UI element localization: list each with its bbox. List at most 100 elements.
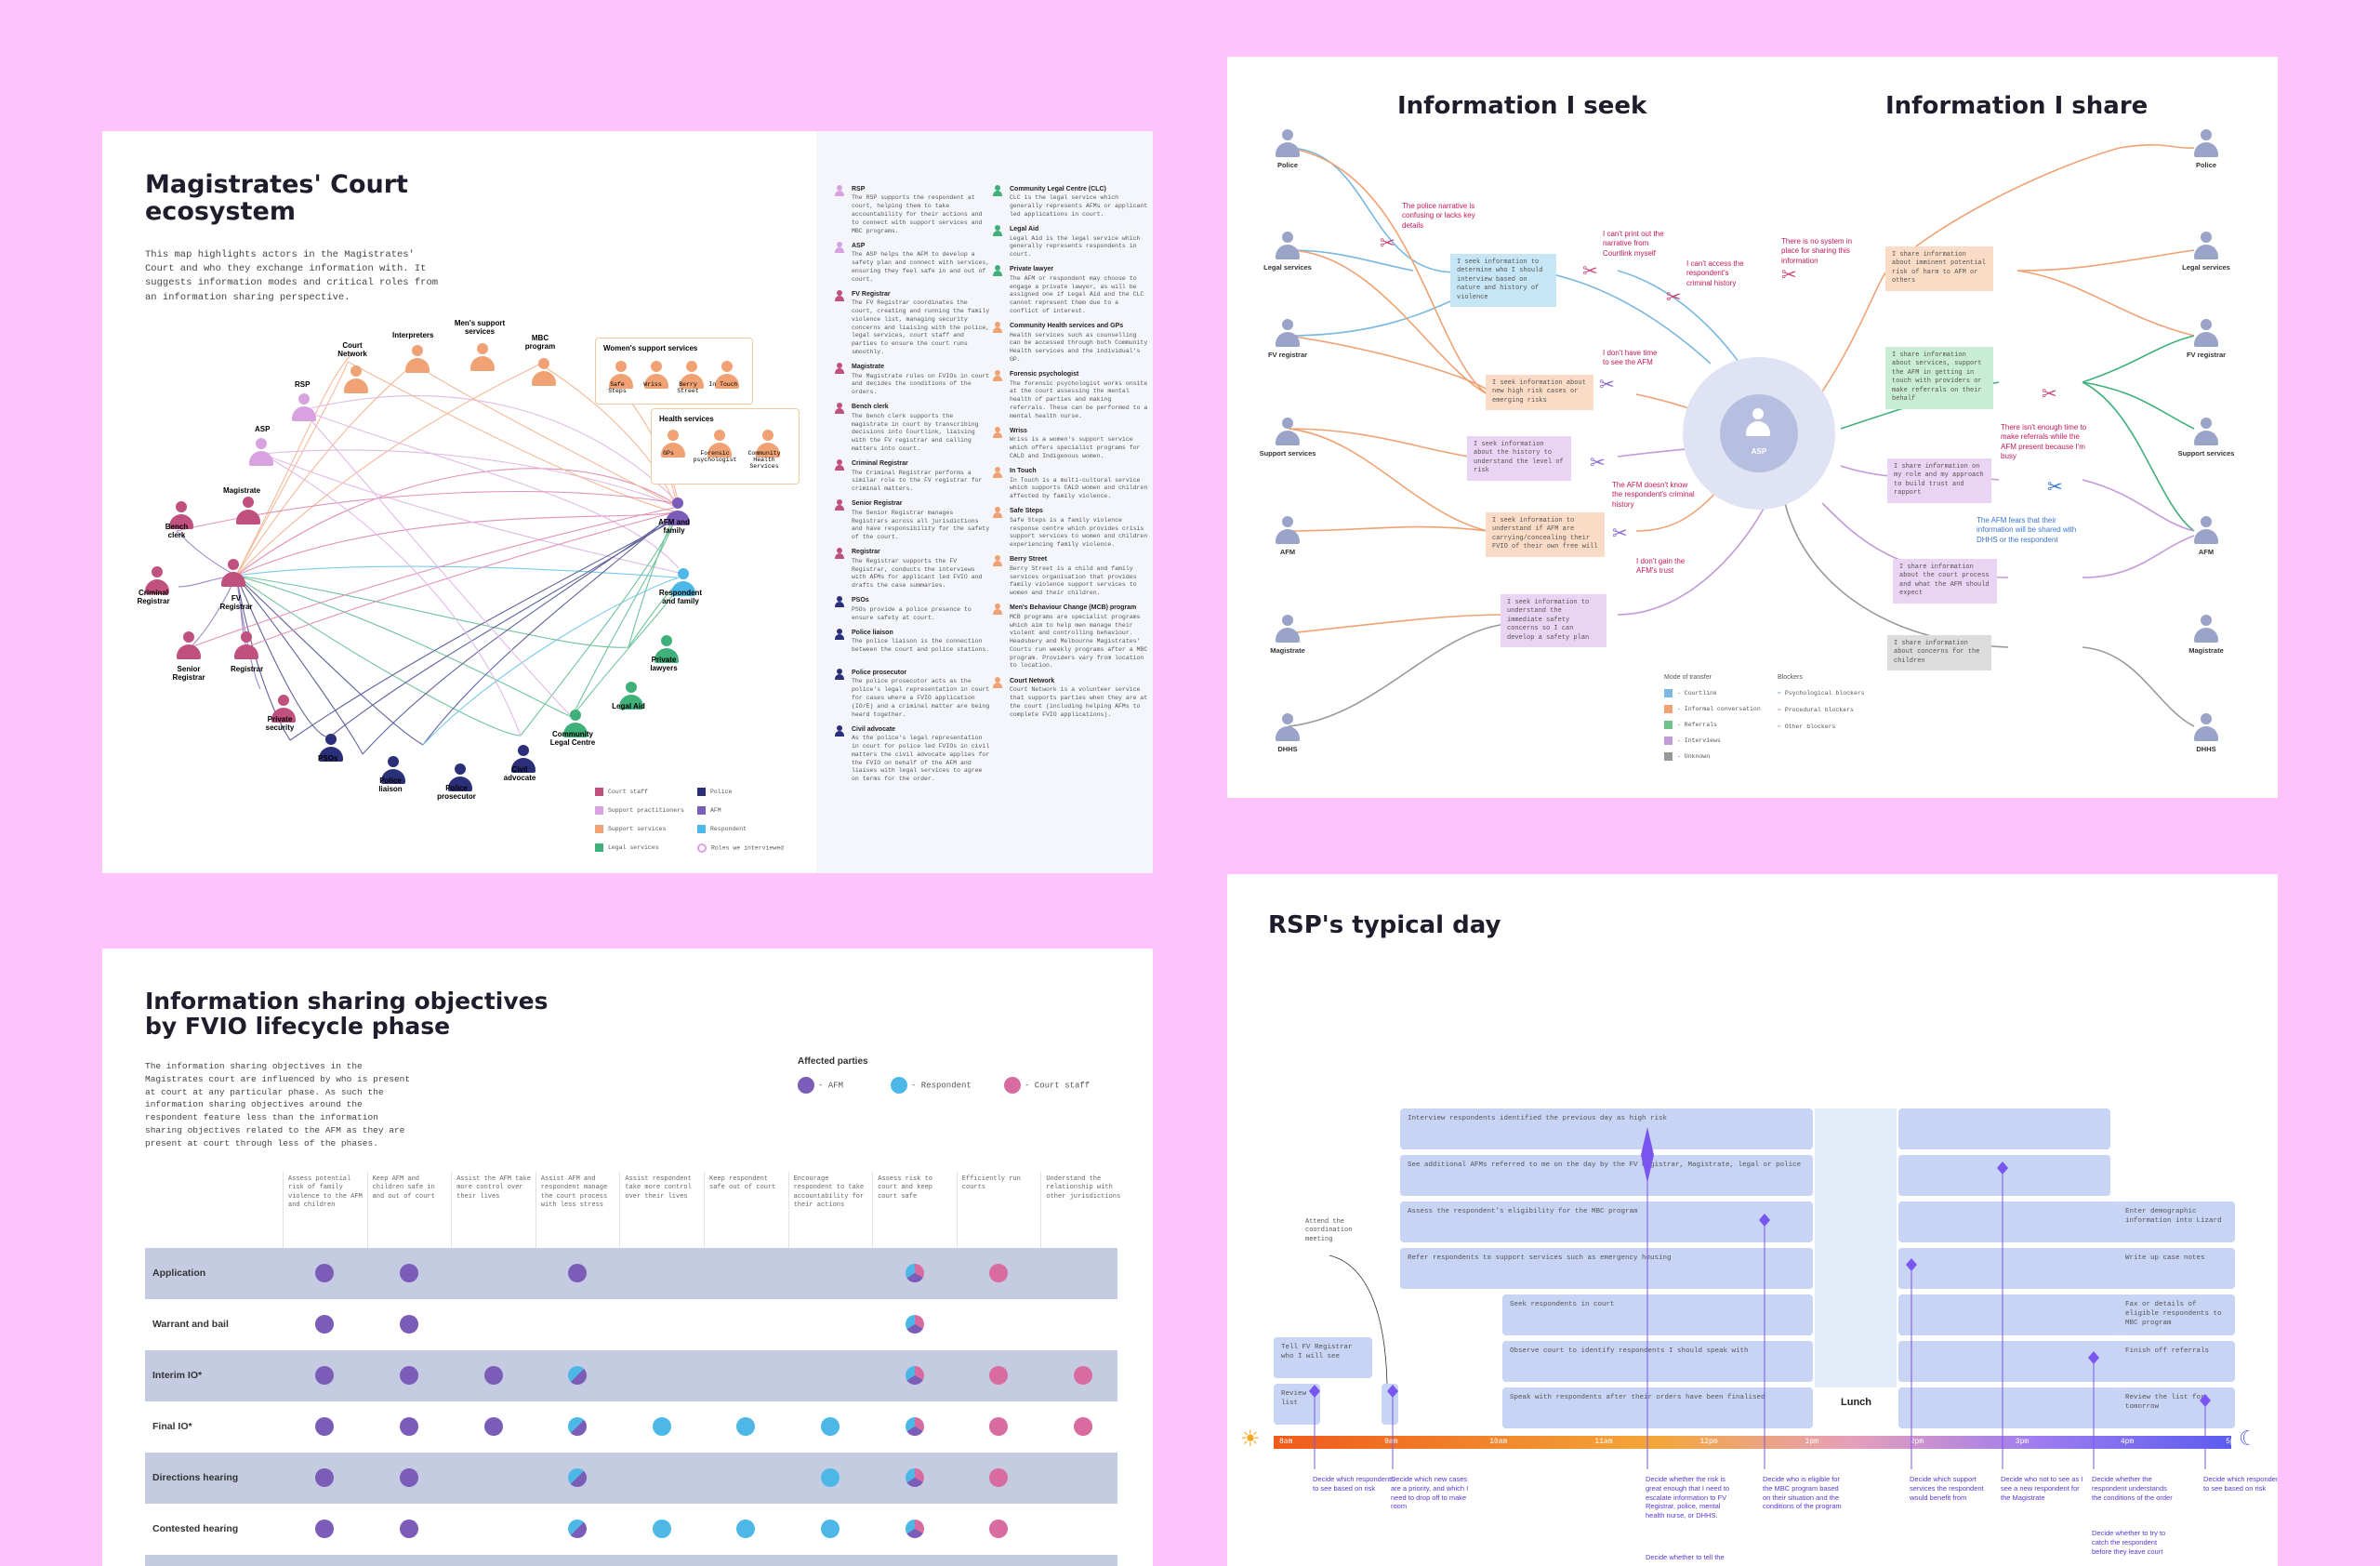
safe-steps-label: Safe Steps xyxy=(608,381,627,394)
person-label: Magistrate xyxy=(2188,646,2224,655)
dictionary-term: Bench clerk xyxy=(852,404,889,411)
dictionary-definition: Court Network is a volunteer service tha… xyxy=(1010,686,1148,718)
legend-afm-label: AFM xyxy=(710,807,721,815)
phase-row xyxy=(145,1299,1117,1350)
criminal-registrar-label: Criminal Registrar xyxy=(137,589,170,605)
phase-label: Directions hearing xyxy=(152,1472,239,1483)
person-icon xyxy=(993,225,1002,237)
afm-dot xyxy=(315,1468,335,1487)
police-liaison-label: Police liaison xyxy=(378,776,403,793)
dictionary-definition: MCB programs are specialist programs whi… xyxy=(1010,613,1148,670)
ecosystem-network xyxy=(176,353,680,755)
dictionary-term: Police prosecutor xyxy=(852,670,907,676)
objectives-title-line1: Information sharing objectives xyxy=(145,988,549,1015)
task-interview-high-risk-tail xyxy=(1898,1108,2110,1149)
decision-marker xyxy=(1309,1385,1320,1398)
afm-dot xyxy=(315,1366,335,1385)
person-label: AFM xyxy=(2198,548,2215,556)
dictionary-term: Community Legal Centre (CLC) xyxy=(1010,186,1106,192)
share-box-4: I share information about the court proc… xyxy=(1893,559,1997,604)
objective-column-header: Assist AFM and respondent manage the cou… xyxy=(540,1175,608,1210)
person-icon xyxy=(1276,129,1300,157)
mode-legend-item: - Informal conversation xyxy=(1664,705,1761,713)
dictionary-definition: Health services such as counselling can … xyxy=(1010,331,1148,363)
dictionary-term: Community Health services and GPs xyxy=(1010,323,1124,330)
blocker-1: The police narrative is confusing or lac… xyxy=(1402,202,1475,230)
objective-column-header: Understand the relationship with other j… xyxy=(1046,1175,1121,1201)
legend-police: Police xyxy=(697,788,732,796)
scissors-icon: ✂ xyxy=(2047,477,2063,498)
legend-support-practitioners-label: Support practitioners xyxy=(608,807,684,815)
decision-note: Decide who not to see as I see a new res… xyxy=(2001,1475,2083,1502)
dictionary-term: Civil advocate xyxy=(852,725,896,733)
legend-court-staff: Court staff xyxy=(595,788,648,796)
person-icon xyxy=(2194,129,2218,157)
private-security-actor-icon xyxy=(271,695,296,723)
moon-icon: ☾ xyxy=(2239,1427,2257,1450)
dictionary-definition: Berry Street is a child and family servi… xyxy=(1010,564,1137,597)
person-icon xyxy=(835,363,844,375)
objectives-table: Assess potential risk of family violence… xyxy=(145,1172,1120,1566)
lunch-band xyxy=(1815,1108,1897,1387)
affected-parties: Affected parties - AFM - Respondent - Co… xyxy=(798,1056,1114,1103)
registrar-actor-icon xyxy=(234,631,260,659)
blocker-5: The AFM doesn't know the respondent's cr… xyxy=(1612,481,1695,509)
person-label: AFM xyxy=(1279,548,1296,556)
court-staff-dot xyxy=(989,1366,1009,1385)
scissors-icon: ✂ xyxy=(1582,261,1598,282)
person-icon xyxy=(993,370,1002,382)
mixed-parties-dot xyxy=(905,1417,924,1436)
gps-icon xyxy=(661,430,685,458)
legend-interviewed: Roles we interviewed xyxy=(697,843,784,853)
legal-aid-actor-icon xyxy=(619,682,643,710)
day-annotation-lines xyxy=(1329,1254,1388,1385)
dictionary-term: Police liaison xyxy=(852,629,893,636)
mode-label: - Referrals xyxy=(1677,722,1717,729)
dictionary-term: Senior Registrar xyxy=(852,500,903,508)
dictionary-term: Registrar xyxy=(852,549,880,556)
dictionary-definition: The Criminal Registrar performs a simila… xyxy=(852,469,983,493)
respondent-label: Respondent and family xyxy=(658,589,703,605)
psos-label: PSOs xyxy=(318,754,338,763)
psos-actor-icon xyxy=(319,734,343,762)
person-label: Legal services xyxy=(2182,263,2230,272)
task-enter-demographic: Enter demographic information into Lizar… xyxy=(2118,1201,2235,1242)
decision-marker xyxy=(1906,1258,1917,1271)
person-label: Support services xyxy=(1259,449,1316,458)
dictionary-term: Safe Steps xyxy=(1010,508,1043,515)
scissors-icon: ✂ xyxy=(1666,287,1682,308)
task-tell-fv-registrar: Tell FV Registrar who I will see xyxy=(1274,1337,1372,1378)
forensic-psychologist-label: Forensic psychologist xyxy=(693,450,737,463)
respondent-dot xyxy=(736,1417,756,1436)
health-services-title: Health services xyxy=(659,415,714,423)
seek-box-3: I seek information about the history to … xyxy=(1467,436,1571,481)
ecosystem-intro: This map highlights actors in the Magist… xyxy=(145,249,439,303)
time-label: 12pm xyxy=(1699,1438,1718,1446)
ecosystem-title-line2: ecosystem xyxy=(145,196,296,226)
magistrate-label: Magistrate xyxy=(223,486,261,495)
dictionary-term: PSOs xyxy=(852,597,869,604)
scissors-icon: ✂ xyxy=(1380,233,1395,254)
decision-lines xyxy=(1309,1127,2211,1469)
person-icon xyxy=(835,724,844,737)
person-icon xyxy=(835,241,844,253)
party-afm: - AFM xyxy=(798,1077,843,1094)
task-write-case-notes: Write up case notes xyxy=(2118,1248,2235,1289)
person-icon xyxy=(2194,615,2218,643)
legend-afm: AFM xyxy=(697,806,721,815)
seek-box-5: I seek information to understand the imm… xyxy=(1501,594,1606,648)
task-speak-after-orders-tail xyxy=(1898,1387,2122,1428)
dictionary-definition: The AFM or respondent may choose to enga… xyxy=(1010,274,1144,314)
dictionary-definition: The Registrar supports the FV Registrar,… xyxy=(852,557,983,590)
lunch-label: Lunch xyxy=(1841,1397,1871,1408)
person-icon xyxy=(993,185,1002,196)
scissors-icon: ✂ xyxy=(1590,453,1606,473)
person-icon xyxy=(993,265,1002,277)
